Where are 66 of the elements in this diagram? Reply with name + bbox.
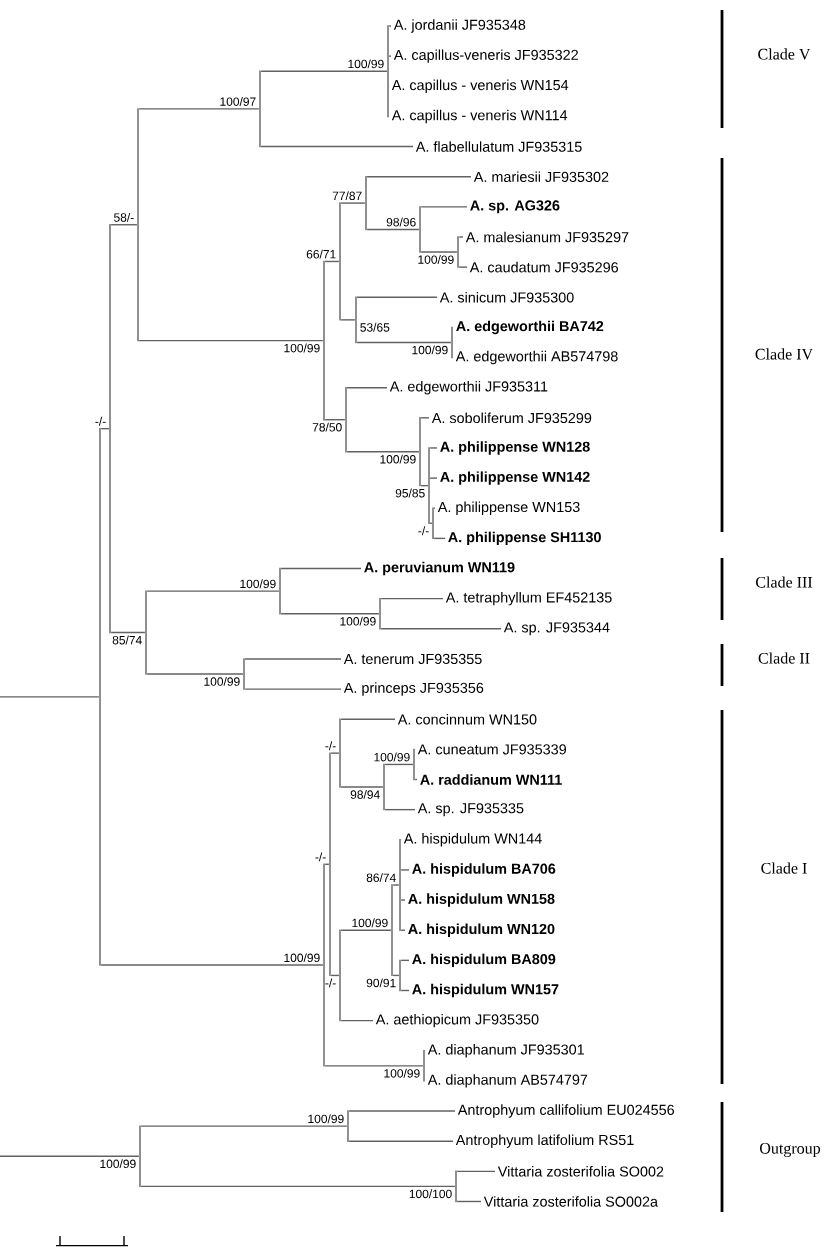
branch-line (400, 899, 406, 901)
branch-line (458, 266, 468, 268)
clade-label: Clade II (758, 652, 810, 664)
branch-line (420, 251, 458, 253)
branch-line (400, 989, 410, 992)
clade-label: Clade I (761, 862, 807, 874)
branch-line (380, 628, 502, 630)
branch-line (110, 224, 138, 226)
branch-line (340, 319, 356, 321)
branch-line (400, 959, 410, 962)
branch-line (380, 597, 444, 600)
branch-line (146, 673, 244, 675)
branch-line (100, 427, 110, 430)
clade-label: Outgroup (760, 1143, 821, 1158)
branch-line (400, 929, 406, 931)
branch-line (340, 786, 384, 788)
branch-line (280, 613, 380, 615)
branch-line (456, 1200, 482, 1203)
branch-line (330, 752, 340, 754)
branch-line (340, 929, 392, 931)
branch-line (429, 447, 438, 449)
branch-line (348, 1140, 454, 1142)
clade-label: Clade V (758, 48, 811, 60)
branch-line (392, 884, 400, 886)
branch-line (0, 696, 100, 698)
branch-line (433, 537, 446, 540)
branch-line (244, 658, 342, 660)
branch-line (0, 1155, 140, 1157)
branch-line (356, 296, 438, 298)
clade-label: Clade III (756, 576, 813, 588)
clade-label: Clade IV (755, 348, 813, 360)
branch-line (392, 974, 400, 977)
branch-line (324, 260, 340, 263)
branch-line (458, 236, 464, 238)
branch-line (330, 974, 340, 977)
branch-line (420, 206, 468, 208)
branch-line (366, 176, 472, 178)
branch-line (346, 387, 388, 389)
branch-line (429, 477, 438, 479)
branch-line (384, 808, 416, 811)
branch-line (138, 108, 260, 110)
branch-line (356, 341, 452, 344)
branch-line (260, 70, 388, 72)
branch-line (140, 1125, 348, 1127)
branch-line (340, 202, 366, 204)
branch-line (420, 417, 430, 419)
branch-line (138, 339, 324, 342)
branch-line (348, 1110, 456, 1112)
branch-line (420, 484, 429, 487)
branch-line (260, 145, 414, 148)
branch-line (324, 419, 346, 421)
branch-line (340, 1019, 374, 1022)
branch-line (340, 718, 396, 720)
branch-line (324, 1065, 424, 1067)
branch-line (366, 228, 420, 231)
branch-line (280, 567, 362, 570)
branch-line (110, 631, 146, 634)
branch-line (384, 763, 414, 766)
branch-line (146, 590, 280, 592)
branch-line (324, 863, 330, 865)
branch-line (456, 1170, 496, 1173)
branch-line (400, 869, 410, 871)
branch-line (140, 1185, 456, 1188)
branch-line (100, 964, 324, 966)
branch-line (244, 688, 342, 690)
branch-line (346, 451, 420, 453)
